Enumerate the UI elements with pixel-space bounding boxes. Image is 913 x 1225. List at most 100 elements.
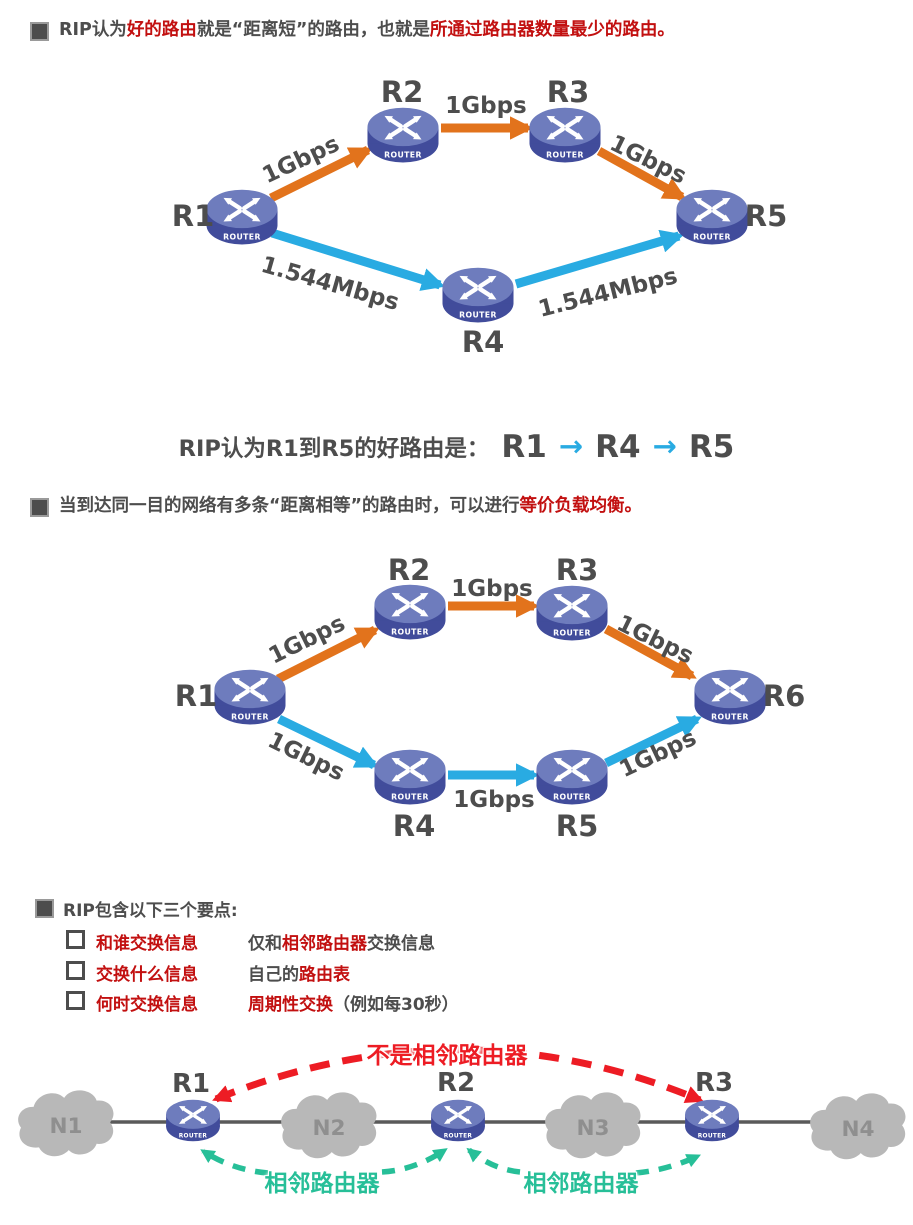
- link-speed-label: 1Gbps: [453, 787, 535, 813]
- network-cloud-N4: N4: [810, 1093, 906, 1160]
- keypoint-item: 何时交换信息周期性交换（例如每30秒）: [66, 990, 886, 1015]
- router-icon-d3-R2: ROUTER: [431, 1099, 485, 1142]
- text-segment: 好的路由: [126, 20, 197, 40]
- router-caption: ROUTER: [391, 627, 429, 636]
- router-caption: ROUTER: [231, 712, 269, 721]
- network-cloud-N1: N1: [18, 1090, 114, 1157]
- text-segment: 周期性交换: [248, 995, 333, 1015]
- text-segment: 相邻路由器: [282, 934, 367, 954]
- router-label-d1-R4: R4: [461, 325, 505, 359]
- crossed-arrows-icon: [384, 116, 422, 140]
- crossed-arrows-icon: [711, 678, 749, 702]
- link-arrow-orange: [275, 625, 380, 684]
- router-label-d3-R2: R2: [436, 1068, 476, 1098]
- route-caption: RIP认为R1到R5的好路由是： R1 → R4 → R5: [0, 429, 913, 465]
- adjacent-label-0: 相邻路由器: [264, 1171, 380, 1197]
- text-segment: 所通过路由器数量最少的路由。: [429, 20, 675, 40]
- router-label-d1-R3: R3: [546, 75, 590, 109]
- cloud-label: N3: [576, 1116, 609, 1141]
- link-speed-label: 1Gbps: [605, 130, 691, 190]
- bullet-square-icon: [30, 22, 49, 41]
- router-label-d2-R1: R1: [174, 679, 218, 713]
- router-label-d3-R1: R1: [171, 1069, 211, 1099]
- link-speed-label: 1Gbps: [615, 724, 701, 784]
- router-caption: ROUTER: [546, 150, 584, 159]
- link-arrow-orange: [596, 147, 687, 201]
- keypoint-term: 交换什么信息: [96, 964, 198, 985]
- route-arrow-icon: →: [558, 429, 584, 463]
- crossed-arrows-icon: [223, 198, 261, 222]
- crossed-arrows-icon: [553, 594, 591, 618]
- router-icon-d3-R1: ROUTER: [166, 1099, 220, 1142]
- router-label-d3-R3: R3: [694, 1068, 734, 1098]
- crossed-arrows-icon: [546, 116, 584, 140]
- router-caption: ROUTER: [693, 232, 731, 241]
- adjacent-arc-3: [635, 1153, 701, 1176]
- keypoint-desc: 自己的路由表: [248, 960, 350, 985]
- adjacent-arc-1: [381, 1147, 448, 1175]
- text-segment: 路由表: [299, 964, 350, 985]
- link-speed-label: 1Gbps: [258, 130, 344, 190]
- network-cloud-N3: N3: [545, 1092, 641, 1159]
- router-caption: ROUTER: [444, 1133, 473, 1139]
- route-node-label: R1: [501, 429, 547, 465]
- text-segment: （例如每30秒）: [333, 995, 459, 1015]
- text-segment: 交换信息: [367, 934, 435, 954]
- route-sequence: R1 → R4 → R5: [489, 429, 734, 465]
- crossed-arrows-icon: [231, 678, 269, 702]
- keypoint-desc: 仅和相邻路由器交换信息: [248, 929, 435, 954]
- link-arrow-blue: [514, 229, 685, 289]
- router-icon-d3-R3: ROUTER: [685, 1099, 739, 1142]
- router-caption: ROUTER: [459, 310, 497, 319]
- router-label-d2-R5: R5: [555, 809, 599, 843]
- router-caption: ROUTER: [711, 712, 749, 721]
- crossed-arrows-icon: [444, 1105, 472, 1124]
- link-speed-label: 1Gbps: [451, 576, 533, 602]
- crossed-arrows-icon: [391, 758, 429, 782]
- not-adjacent-label: 不是相邻路由器: [366, 1043, 528, 1069]
- crossed-arrows-icon: [553, 758, 591, 782]
- text-segment: 就是“距离短”的路由，也就是: [196, 20, 430, 40]
- router-label-d1-R2: R2: [380, 75, 424, 109]
- adjacent-label-1: 相邻路由器: [523, 1171, 639, 1197]
- router-label-d2-R2: R2: [387, 553, 431, 587]
- not-adjacent-arc: [212, 1046, 704, 1104]
- adjacent-arc-2: [466, 1147, 521, 1175]
- text-segment: 当到达同一目的网络有多条“距离相等”的路由时，可以进行: [59, 496, 520, 516]
- checkbox-icon: [66, 960, 85, 980]
- router-label-d1-R1: R1: [171, 199, 215, 233]
- bullet-point-2: 当到达同一目的网络有多条“距离相等”的路由时，可以进行等价负载均衡。: [30, 496, 642, 518]
- keypoints-heading-text: RIP包含以下三个要点:: [63, 901, 238, 921]
- keypoint-item: 交换什么信息 自己的路由表: [66, 960, 886, 985]
- router-label-d1-R5: R5: [744, 199, 788, 233]
- keypoints-heading: RIP包含以下三个要点:: [35, 896, 238, 921]
- crossed-arrows-icon: [179, 1105, 207, 1124]
- bullet-point-1: RIP认为好的路由就是“距离短”的路由，也就是所通过路由器数量最少的路由。: [30, 20, 675, 42]
- network-cloud-N2: N2: [281, 1092, 377, 1159]
- route-caption-prefix: RIP认为R1到R5的好路由是：: [178, 436, 490, 462]
- router-caption: ROUTER: [223, 232, 261, 241]
- router-icon-d1-R3: ROUTER: [529, 107, 601, 163]
- router-icon-d1-R5: ROUTER: [676, 189, 748, 245]
- bullet-square-icon: [35, 899, 54, 918]
- route-node-label: R5: [688, 429, 735, 465]
- adjacent-arc-0: [200, 1148, 269, 1176]
- link-speed-label: 1.544Mbps: [258, 251, 402, 317]
- router-icon-d2-R1: ROUTER: [214, 669, 286, 725]
- route-arrow-icon: →: [652, 429, 677, 463]
- crossed-arrows-icon: [391, 593, 429, 617]
- link-speed-label: 1Gbps: [264, 610, 350, 670]
- text-segment: RIP认为: [59, 20, 127, 40]
- router-label-d2-R4: R4: [392, 809, 436, 843]
- cloud-label: N4: [841, 1117, 874, 1142]
- router-caption: ROUTER: [698, 1133, 727, 1139]
- checkbox-icon: [66, 991, 85, 1010]
- route-node-label: R4: [595, 429, 641, 465]
- keypoint-term: 和谁交换信息: [96, 934, 198, 954]
- router-caption: ROUTER: [384, 150, 422, 159]
- router-caption: ROUTER: [391, 792, 429, 801]
